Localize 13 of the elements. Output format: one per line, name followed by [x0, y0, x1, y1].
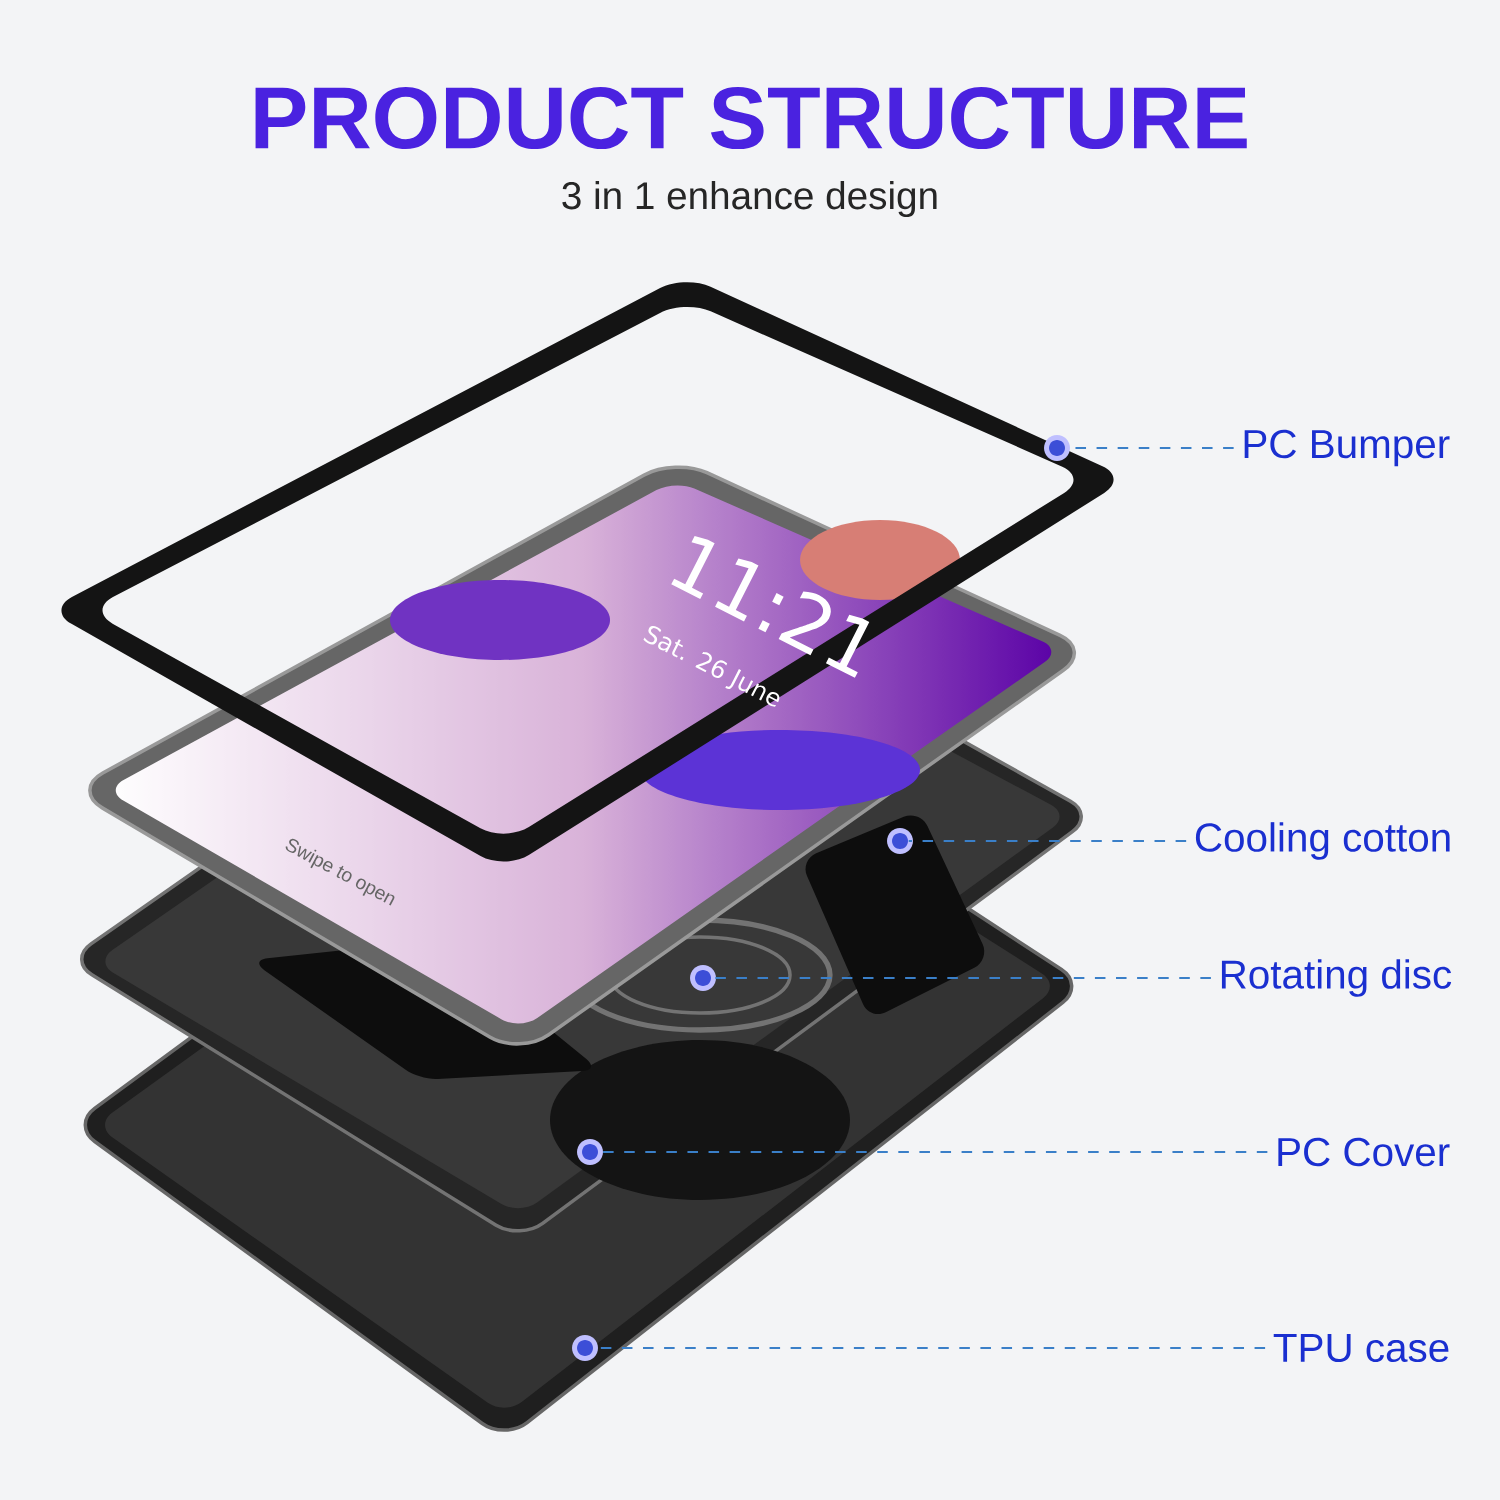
part-label: PC Bumper [1244, 429, 1450, 467]
part-label: Cooling cotton [1195, 822, 1450, 860]
title: PRODUCT STRUCTURE [255, 86, 1247, 150]
part-label: Rotating disc [1221, 959, 1452, 997]
marker-dot [577, 1139, 603, 1165]
part-label: TPU case [1273, 1333, 1449, 1363]
leader-line [908, 839, 1187, 843]
marker-dot [572, 1335, 598, 1361]
part-label: PC Cover [1278, 1137, 1450, 1167]
subtitle: 3 in 1 enhance design [562, 181, 937, 217]
marker-dot [887, 828, 913, 854]
marker-dot [690, 965, 716, 991]
marker-dot [1044, 435, 1070, 461]
